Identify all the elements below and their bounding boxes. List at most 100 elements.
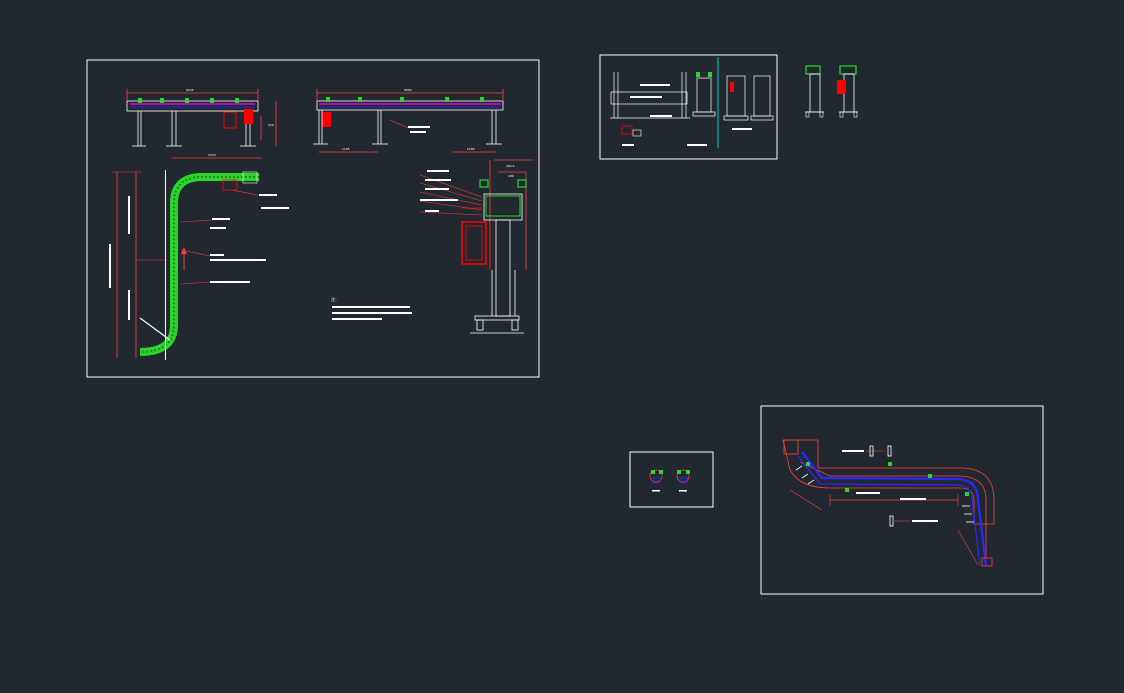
column-support	[495, 219, 511, 317]
plan-curve-view[interactable]: 1520	[109, 153, 289, 360]
vertical-line	[165, 170, 166, 360]
drive-motor	[461, 221, 487, 265]
route-outline-inner	[799, 461, 987, 560]
drive-motor-fill	[244, 109, 253, 124]
belt-profile	[485, 195, 521, 217]
route-outline-outer	[782, 439, 995, 525]
base-plate	[474, 315, 520, 321]
guide-bracket	[708, 72, 712, 77]
guide-bracket	[517, 179, 527, 188]
sheet-border	[760, 405, 1044, 595]
foot	[853, 111, 858, 118]
drive-motor	[223, 111, 237, 129]
end-view-detail-3	[750, 75, 774, 121]
sheet-border	[86, 59, 540, 378]
callout-label	[687, 144, 707, 146]
drive-motor-fill	[837, 80, 846, 94]
drive-motor	[222, 179, 238, 191]
callout-leaders	[419, 174, 483, 216]
callout-label	[210, 281, 250, 283]
callout-label	[210, 254, 224, 256]
section-marker	[889, 515, 894, 527]
curved-conveyor-path	[139, 173, 259, 356]
dimension-text: 1520	[208, 153, 216, 157]
conveyor-frame	[126, 100, 259, 112]
dimension-text: 1185	[467, 147, 475, 151]
drive-motor-fill	[322, 112, 331, 127]
detail-side-view	[610, 72, 690, 119]
foot	[476, 319, 484, 331]
end-view-detail-1	[692, 77, 716, 117]
foot	[805, 111, 810, 118]
curve-segment-ticks	[795, 465, 974, 523]
section-view[interactable]: 260.4 180	[419, 159, 533, 334]
motor-detail	[632, 129, 642, 137]
guide-brackets	[806, 462, 969, 496]
callout-label	[650, 115, 672, 117]
dimension-text: 180	[508, 174, 514, 178]
standalone-end-view-b[interactable]	[837, 65, 858, 118]
foot	[839, 111, 844, 118]
motor-block	[783, 439, 799, 455]
guide-brackets	[326, 97, 484, 102]
side-elevation-right[interactable]: 8880	[313, 88, 504, 153]
standalone-end-view-a[interactable]	[805, 65, 824, 118]
end-block	[981, 557, 993, 567]
guide-brackets	[138, 98, 239, 103]
leader-line	[180, 281, 211, 285]
curved-conveyor-inner	[139, 176, 259, 353]
note-line	[332, 312, 412, 314]
vertical-label	[128, 196, 130, 234]
vertical-label	[109, 244, 111, 288]
conveyor-frame	[316, 100, 504, 111]
notes-block[interactable]: 注：	[331, 296, 412, 320]
drive-motor-fill	[730, 82, 734, 92]
section-marker	[887, 445, 892, 457]
callout-label	[842, 450, 864, 452]
dimension-line	[789, 489, 823, 511]
sheet-layout-plan[interactable]	[760, 405, 1044, 595]
callout-label	[732, 128, 752, 130]
leader-line	[389, 119, 409, 129]
flow-arrow-head	[181, 247, 187, 254]
sheet-mini-detail[interactable]	[629, 451, 714, 508]
support-legs	[313, 110, 502, 145]
callout-label	[410, 131, 426, 133]
note-line	[332, 318, 382, 320]
sheet-detail-views[interactable]	[599, 54, 778, 160]
callout-label	[408, 126, 430, 128]
mini-end-view-left	[649, 469, 663, 492]
motor-detail	[621, 125, 633, 135]
mini-end-view-right	[676, 469, 690, 492]
callout-label	[259, 194, 277, 196]
dimension-text: 550	[268, 123, 274, 127]
support-legs	[132, 111, 256, 147]
callout-label	[630, 96, 662, 98]
guide-bracket	[839, 65, 857, 75]
note-line	[332, 306, 410, 308]
belt-route-edge	[797, 455, 981, 567]
guide-bracket	[805, 65, 821, 75]
section-marker	[869, 445, 874, 457]
leader-line	[180, 249, 211, 257]
side-elevation-left[interactable]: 8045	[126, 88, 277, 147]
vertical-label	[128, 290, 130, 320]
sheet-border	[629, 451, 714, 508]
callout-label	[856, 492, 880, 494]
callout-label	[900, 498, 926, 500]
belt-route	[801, 451, 988, 567]
foot	[511, 319, 519, 331]
sheet-main-assembly[interactable]: 8045	[86, 59, 540, 378]
callout-label	[210, 227, 226, 229]
end-view-detail-2	[723, 75, 749, 121]
frame-column	[809, 73, 821, 113]
guide-bracket	[696, 72, 700, 77]
leader-line	[180, 219, 213, 223]
dimension-text: 8045	[186, 88, 194, 92]
dimension-text: 8880	[404, 88, 412, 92]
callout-label	[912, 520, 938, 522]
dimension-text: 1185	[342, 147, 350, 151]
callout-label	[622, 144, 634, 146]
leader-line	[231, 189, 259, 196]
